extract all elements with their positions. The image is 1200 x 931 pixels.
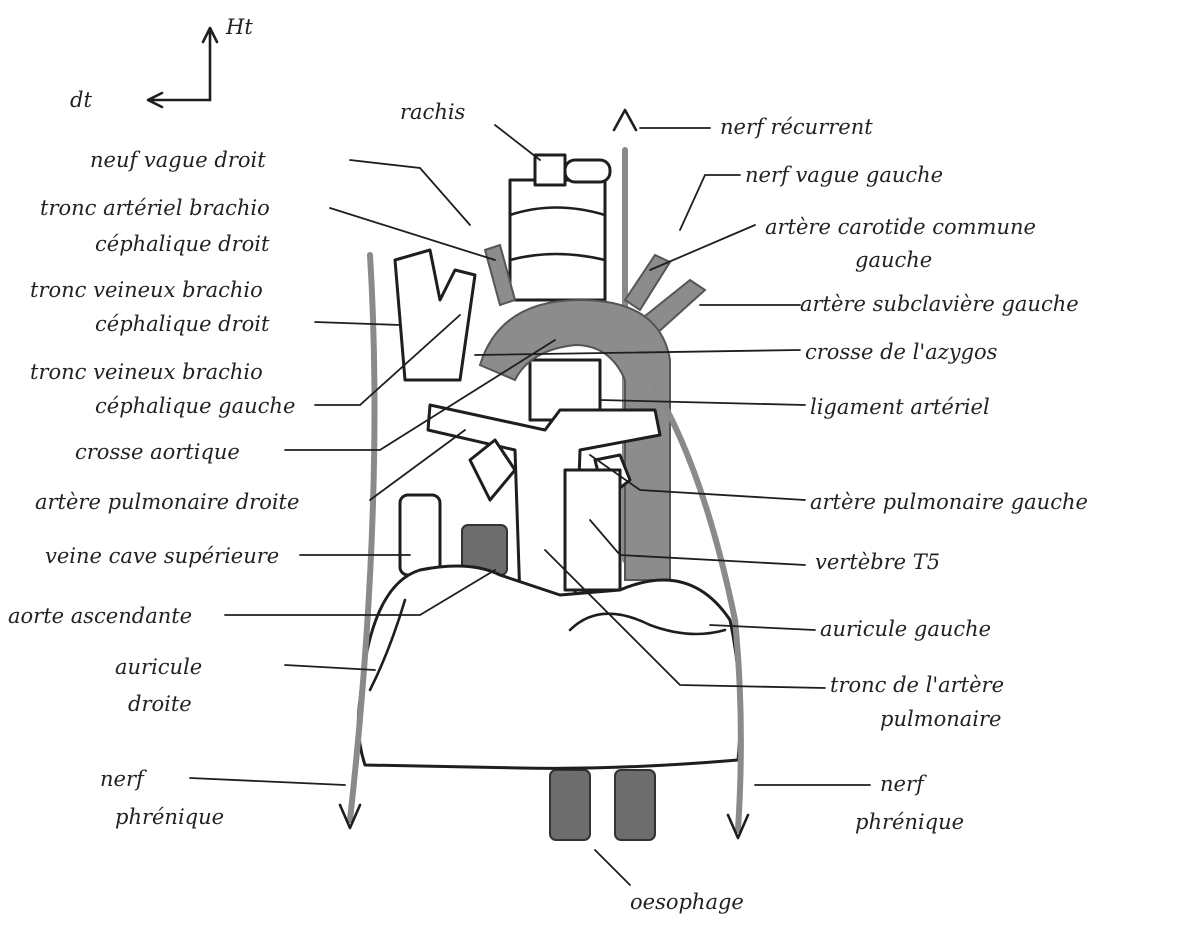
- right-side-label: dt: [70, 88, 92, 113]
- label-tronc-veineux-gauche-line1: tronc veineux brachio: [30, 360, 263, 385]
- label-vertebre: vertèbre T5: [815, 550, 940, 575]
- label-nerf-phrenique-right-line2: phrénique: [115, 805, 224, 830]
- brachiocephalic-veins-shape: [395, 250, 475, 380]
- label-tronc-pulmonaire-line2: pulmonaire: [880, 707, 1001, 732]
- label-veine-cave: veine cave supérieure: [45, 544, 279, 569]
- label-crosse-azygos: crosse de l'azygos: [805, 340, 997, 365]
- label-oesophage: oesophage: [630, 890, 744, 915]
- label-nerf-phrenique-right-line1: nerf: [100, 767, 144, 792]
- label-auricule-droite-line1: auricule: [115, 655, 202, 680]
- label-crosse-aortique: crosse aortique: [75, 440, 240, 465]
- label-auricule-droite-line2: droite: [128, 692, 192, 717]
- label-auricule-gauche: auricule gauche: [820, 617, 991, 642]
- label-nerf-vague-gauche: nerf vague gauche: [745, 163, 943, 188]
- label-artere-pulmonaire-droite: artère pulmonaire droite: [35, 490, 299, 515]
- label-rachis: rachis: [400, 100, 465, 125]
- label-carotide-line1: artère carotide commune: [765, 215, 1036, 240]
- label-tronc-pulmonaire-line1: tronc de l'artère: [830, 673, 1004, 698]
- label-tronc-arteriel-line2: céphalique droit: [95, 232, 269, 257]
- orientation-axes: [148, 28, 217, 107]
- label-carotide-line2: gauche: [855, 248, 932, 273]
- oesophagus-shape: [550, 770, 655, 840]
- label-nerf-recurrent: nerf récurrent: [720, 115, 873, 140]
- label-artere-pulmonaire-gauche: artère pulmonaire gauche: [810, 490, 1088, 515]
- label-tronc-veineux-droit-line1: tronc veineux brachio: [30, 278, 263, 303]
- spine-shape: [510, 155, 610, 420]
- label-nerf-vague-droit: neuf vague droit: [90, 148, 266, 173]
- label-aorte-ascendante: aorte ascendante: [8, 604, 192, 629]
- label-subclaviere: artère subclavière gauche: [800, 292, 1079, 317]
- superior-vena-cava-shape: [400, 495, 440, 575]
- up-label: Ht: [226, 15, 253, 40]
- label-nerf-phrenique-left-line2: phrénique: [855, 810, 964, 835]
- label-tronc-arteriel-line1: tronc artériel brachio: [40, 196, 270, 221]
- heart-shape: [358, 566, 740, 768]
- label-ligament-arteriel: ligament artériel: [810, 395, 990, 420]
- label-tronc-veineux-droit-line2: céphalique droit: [95, 312, 269, 337]
- label-nerf-phrenique-left-line1: nerf: [880, 772, 924, 797]
- label-tronc-veineux-gauche-line2: céphalique gauche: [95, 394, 295, 419]
